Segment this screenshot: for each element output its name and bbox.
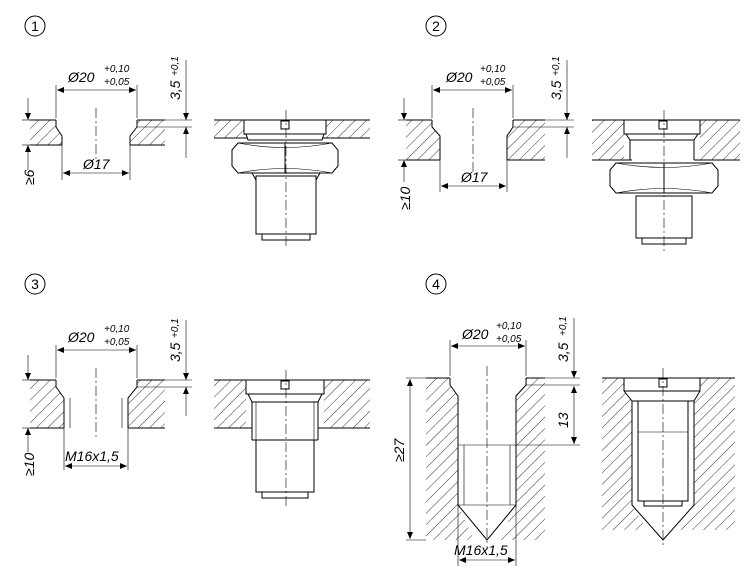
depth-tolerance: +0,1 [170,318,181,338]
bore-section-view [426,366,545,548]
depth-label: 3,5 [167,80,183,100]
bore-section-view [406,108,545,175]
plate-thickness-dimension [406,377,426,541]
plate-thickness-dimension [22,355,31,452]
depth-dimension [137,320,192,416]
hole-diameter-dimension [439,160,508,192]
variant-2: 2 Ø20 +0,10 +0,05 3,5 +0,1 [397,15,740,252]
depth-tolerance: +0,1 [558,316,569,336]
bore-tolerance-upper: +0,10 [496,321,522,332]
thread-label: M16x1,5 [454,542,508,558]
variant-number-circle [425,273,447,295]
bore-tolerance-lower: +0,05 [496,334,522,345]
bore-tolerance-lower: +0,05 [480,77,506,88]
assembled-view [214,370,370,506]
assembled-view [592,110,740,252]
bore-diameter-label: Ø20 [67,69,95,85]
bore-tolerance-upper: +0,10 [104,64,130,75]
thread-depth-label: 13 [555,412,571,428]
variant-4: 4 Ø20 +0,10 +0,05 3,5 +0,1 [391,273,735,566]
hole-diameter-label: Ø17 [460,169,489,185]
variant-number-circle [425,15,447,37]
plate-thickness-label: ≥10 [397,187,413,210]
variant-1: 1 Ø20 +0,10 +0,05 3,5 [21,15,370,248]
variant-number-circle [24,273,46,295]
plate-thickness-label: ≥6 [21,169,37,185]
bore-diameter-label: Ø20 [445,69,473,85]
depth-dimension [526,318,580,386]
bore-diameter-dimension [449,340,527,376]
plate-thickness-label: ≥10 [21,453,37,476]
bore-section-view [30,108,165,160]
bore-diameter-dimension [55,85,138,118]
bore-tolerance-upper: +0,10 [480,64,506,75]
plate-thickness-dimension [22,98,31,170]
plunger-body [255,439,315,493]
variant-number: 1 [31,18,39,34]
depth-dimension [513,60,574,158]
bore-diameter-dimension [55,345,138,378]
depth-label: 3,5 [548,80,564,100]
bore-tolerance-lower: +0,05 [104,337,130,348]
depth-tolerance: +0,1 [170,56,181,76]
variant-number: 3 [31,276,39,292]
assembled-view [602,368,735,548]
depth-label: 3,5 [167,342,183,362]
bore-diameter-label: Ø20 [461,326,489,342]
thread-dimension [63,428,129,470]
thread-depth-dimension [516,386,580,446]
plate-thickness-label: ≥27 [391,438,407,462]
bore-tolerance-upper: +0,10 [104,324,130,335]
bore-section-view [30,368,165,440]
bore-tolerance-lower: +0,05 [104,77,130,88]
depth-tolerance: +0,1 [551,56,562,76]
variant-number-circle [24,15,46,37]
hex-nut [609,162,719,194]
hex-nut [231,142,339,174]
hole-diameter-dimension [61,145,131,180]
variant-number: 2 [432,18,440,34]
bore-diameter-dimension [431,85,514,118]
depth-label: 3,5 [555,342,571,362]
thread-label: M16x1,5 [65,448,119,464]
assembled-view [214,110,370,248]
hole-diameter-label: Ø17 [82,156,111,172]
plate-thickness-dimension [398,98,407,182]
variant-number: 4 [432,276,440,292]
variant-3: 3 Ø20 +0,10 +0,05 3,5 [21,273,370,506]
depth-dimension [137,60,192,158]
bore-diameter-label: Ø20 [67,329,95,345]
thread-dimension [457,505,517,566]
